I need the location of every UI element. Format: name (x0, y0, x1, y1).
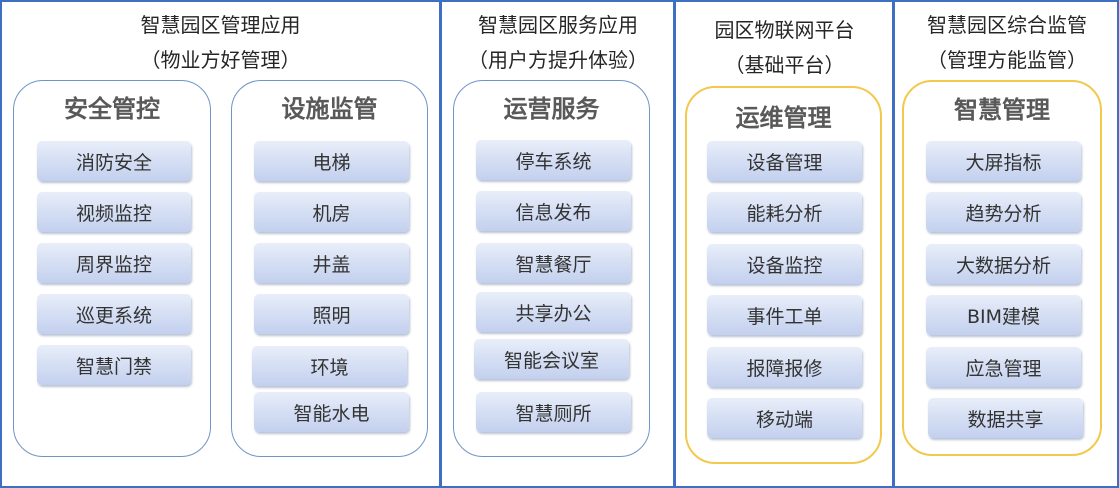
item-video-surveillance[interactable]: 视频监控 (37, 192, 191, 232)
group-title: 运营服务 (503, 95, 600, 123)
item-fire-safety[interactable]: 消防安全 (37, 141, 191, 181)
group-title: 智慧管理 (954, 96, 1050, 124)
item-device-monitoring[interactable]: 设备监控 (707, 244, 862, 284)
item-bim-modeling[interactable]: BIM建模 (926, 295, 1081, 335)
section-title: 智慧园区服务应用 (478, 13, 638, 37)
section-subtitle: （管理方能监管） (927, 48, 1087, 72)
item-big-data-analysis[interactable]: 大数据分析 (926, 244, 1081, 284)
group-title: 运维管理 (735, 104, 832, 132)
item-fault-repair[interactable]: 报障报修 (707, 347, 862, 387)
item-info-release[interactable]: 信息发布 (476, 191, 631, 231)
item-shared-office[interactable]: 共享办公 (476, 292, 631, 332)
item-big-screen-metrics[interactable]: 大屏指标 (926, 141, 1081, 181)
item-mobile[interactable]: 移动端 (707, 398, 862, 438)
item-parking-system[interactable]: 停车系统 (476, 140, 631, 180)
group-facility-supervision: 设施监管 电梯 机房 井盖 照明 环境 智能水电 (231, 80, 428, 457)
item-emergency-management[interactable]: 应急管理 (926, 347, 1081, 387)
item-machine-room[interactable]: 机房 (254, 192, 409, 232)
item-smart-meeting-room[interactable]: 智能会议室 (474, 339, 629, 379)
section-management: 智慧园区管理应用 （物业方好管理） 安全管控 消防安全 视频监控 周界监控 巡更… (0, 0, 441, 488)
group-smart-management: 智慧管理 大屏指标 趋势分析 大数据分析 BIM建模 应急管理 数据共享 (902, 80, 1102, 456)
group-title: 安全管控 (64, 95, 160, 123)
group-operation-service: 运营服务 停车系统 信息发布 智慧餐厅 共享办公 智能会议室 智慧厕所 (453, 80, 650, 457)
section-supervision: 智慧园区综合监管 （管理方能监管） 智慧管理 大屏指标 趋势分析 大数据分析 B… (895, 0, 1119, 488)
item-environment[interactable]: 环境 (252, 346, 407, 386)
group-title: 设施监管 (281, 95, 378, 123)
item-perimeter-monitoring[interactable]: 周界监控 (37, 243, 191, 283)
item-smart-canteen[interactable]: 智慧餐厅 (476, 243, 631, 283)
item-smart-toilet[interactable]: 智慧厕所 (476, 392, 631, 432)
item-elevator[interactable]: 电梯 (254, 141, 409, 181)
section-divider (439, 0, 442, 488)
section-title: 智慧园区综合监管 (927, 13, 1087, 37)
item-energy-analysis[interactable]: 能耗分析 (707, 192, 862, 232)
section-divider (673, 0, 676, 488)
item-patrol-system[interactable]: 巡更系统 (37, 294, 191, 334)
item-trend-analysis[interactable]: 趋势分析 (926, 192, 1081, 232)
section-subtitle: （物业方好管理） (140, 48, 301, 72)
section-title: 园区物联网平台 (714, 18, 855, 42)
group-ops-management: 运维管理 设备管理 能耗分析 设备监控 事件工单 报障报修 移动端 (685, 86, 882, 464)
section-service: 智慧园区服务应用 （用户方提升体验） 运营服务 停车系统 信息发布 智慧餐厅 共… (442, 0, 674, 488)
section-subtitle: （基础平台） (724, 53, 845, 77)
group-security-control: 安全管控 消防安全 视频监控 周界监控 巡更系统 智慧门禁 (13, 80, 211, 457)
section-iot-platform: 园区物联网平台 （基础平台） 运维管理 设备管理 能耗分析 设备监控 事件工单 … (676, 0, 893, 488)
section-subtitle: （用户方提升体验） (468, 48, 648, 72)
item-device-management[interactable]: 设备管理 (707, 141, 862, 181)
item-lighting[interactable]: 照明 (254, 294, 409, 334)
section-title: 智慧园区管理应用 (140, 13, 301, 37)
item-data-sharing[interactable]: 数据共享 (928, 398, 1083, 438)
item-event-ticket[interactable]: 事件工单 (707, 295, 862, 335)
item-smart-utilities[interactable]: 智能水电 (254, 392, 409, 432)
item-manhole-cover[interactable]: 井盖 (254, 243, 409, 283)
item-smart-access[interactable]: 智慧门禁 (37, 345, 191, 385)
section-divider (892, 0, 895, 488)
